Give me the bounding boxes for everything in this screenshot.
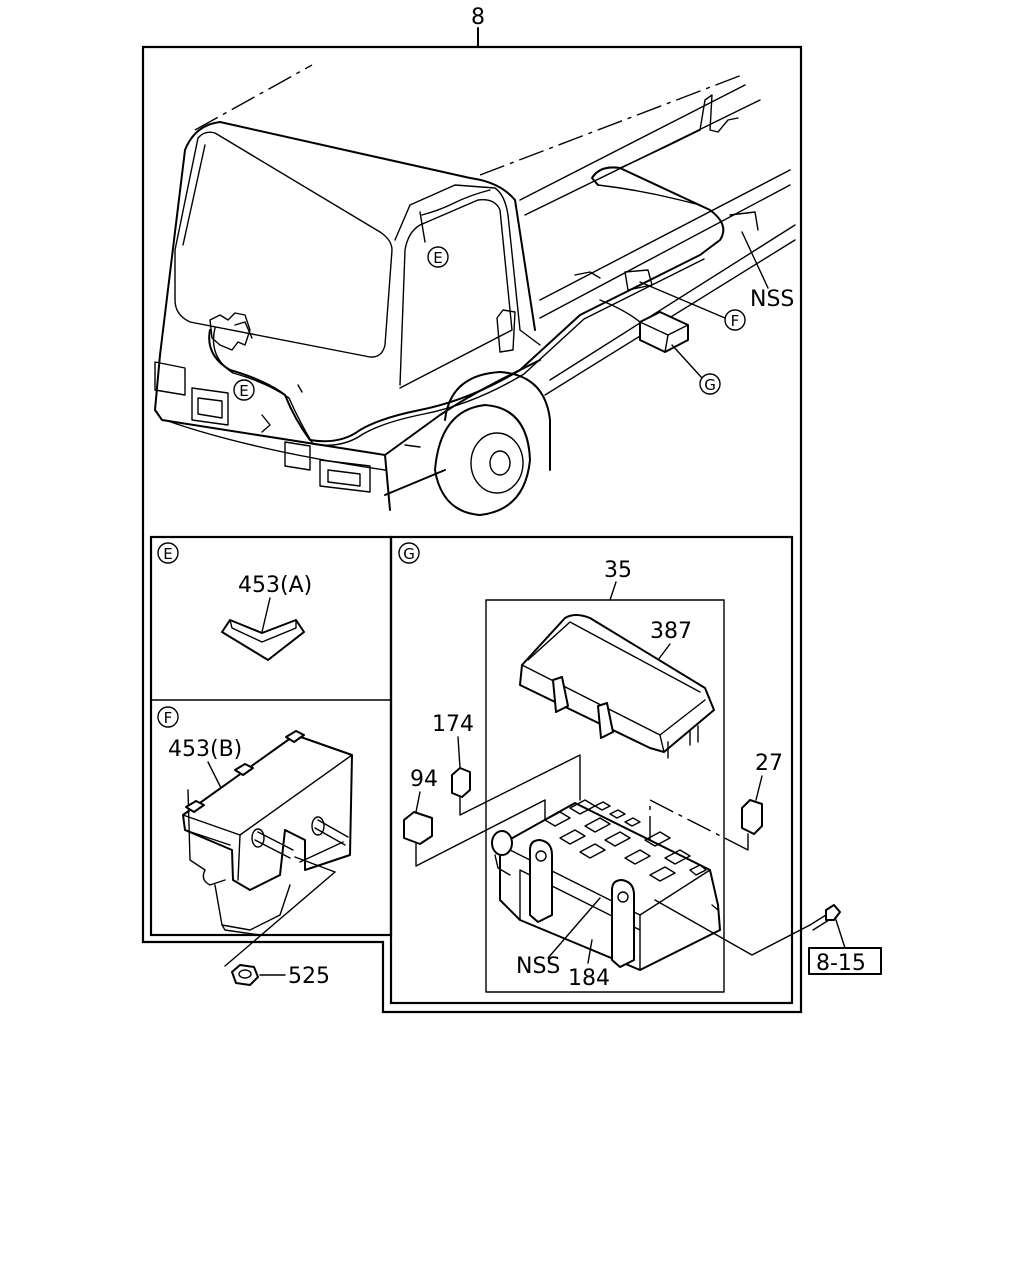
callout-circle-e-top: E	[427, 246, 449, 268]
part-174-relay	[451, 767, 471, 798]
svg-text:E: E	[163, 545, 172, 563]
callout-453b: 453(B)	[168, 737, 242, 762]
panel-f-title: F	[157, 706, 179, 728]
callout-94: 94	[410, 767, 438, 792]
svg-text:G: G	[704, 376, 716, 394]
truck-illustration	[154, 64, 796, 516]
callout-387: 387	[650, 619, 692, 644]
part-387-cover	[519, 614, 715, 759]
callout-circle-g: G	[699, 373, 721, 395]
callout-8-15: 8-15	[816, 951, 866, 976]
part-27-fuse	[741, 799, 763, 835]
panel-g-title: G	[398, 542, 420, 564]
callout-nss-harness: NSS	[750, 287, 794, 312]
svg-text:E: E	[433, 249, 442, 267]
callout-27: 27	[755, 751, 783, 776]
fuse-box-assembly-frame	[485, 599, 725, 993]
svg-text:F: F	[731, 312, 740, 330]
svg-text:E: E	[239, 382, 248, 400]
callout-circle-f: F	[724, 309, 746, 331]
svg-text:G: G	[403, 545, 415, 563]
callout-circle-e-front: E	[233, 379, 255, 401]
wiring-harness	[208, 94, 739, 448]
screw-part	[809, 904, 841, 931]
callout-nss-fuse-box: NSS	[516, 954, 560, 979]
ref-box-8-15	[808, 947, 882, 975]
part-525-nut	[231, 964, 259, 986]
part-94-relay	[403, 811, 433, 845]
callout-8: 8	[471, 5, 485, 30]
panel-e-title: E	[157, 542, 179, 564]
callout-174: 174	[432, 712, 474, 737]
callout-184: 184	[568, 966, 610, 991]
callout-35: 35	[604, 558, 632, 583]
assembly-frame	[141, 27, 803, 1014]
callout-525: 525	[288, 964, 330, 989]
detail-panel-g	[389, 535, 794, 1005]
svg-text:F: F	[164, 709, 173, 727]
callout-453a: 453(A)	[238, 573, 312, 598]
part-453b-bracket	[182, 730, 353, 936]
part-184-fuse-box	[491, 799, 721, 971]
